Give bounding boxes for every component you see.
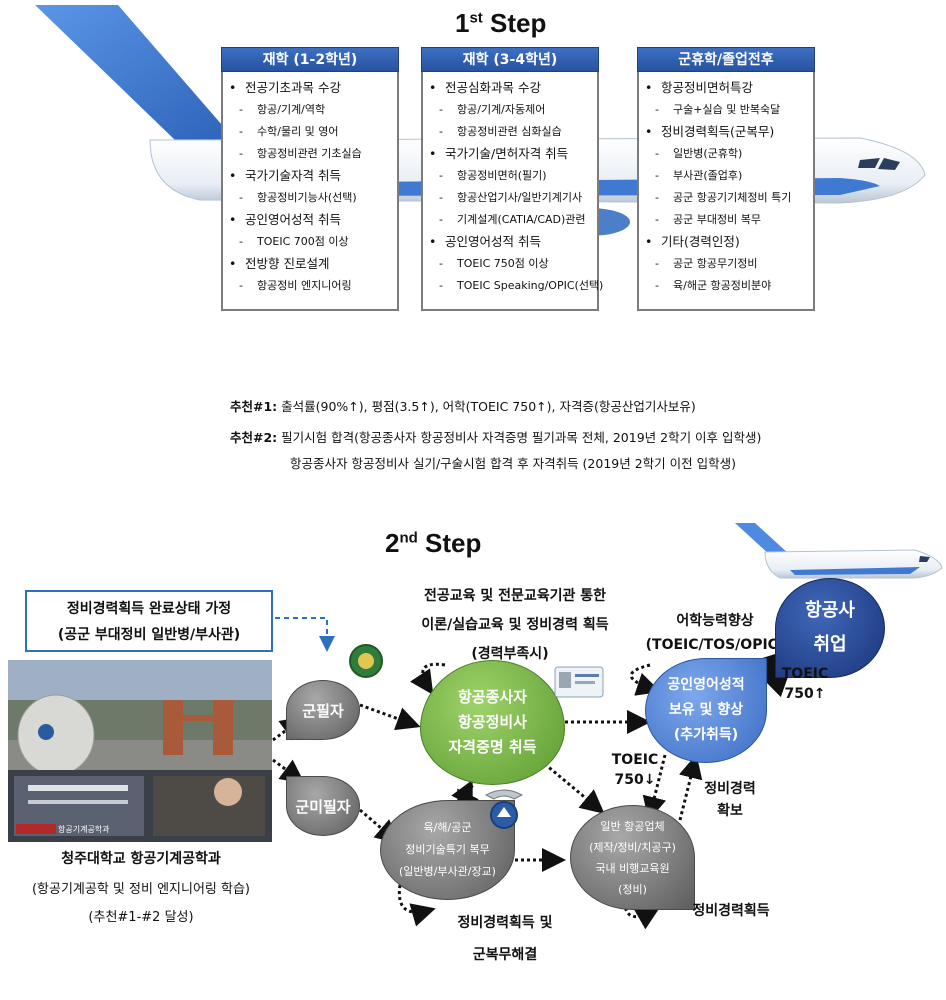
list-item-main: 기타(경력인정)	[645, 231, 809, 253]
list-item-sub: 항공정비기능사(선택)	[229, 187, 393, 209]
list-item-sub: 항공/기계/자동제어	[429, 99, 593, 121]
list-item-main: 공인영어성적 취득	[429, 231, 593, 253]
list-item-sub: 육/해군 항공정비분야	[645, 275, 809, 297]
service-bottom-line2: 군복무해결	[472, 947, 538, 963]
list-item-sub: 공군 부대정비 복무	[645, 209, 809, 231]
list-item-sub: TOEIC Speaking/OPIC(선택)	[429, 275, 603, 297]
military-emblem-icon	[349, 644, 383, 678]
list-item-sub: 기계설계(CATIA/CAD)관련	[429, 209, 593, 231]
column-header: 재학 (3-4학년)	[421, 47, 599, 72]
list-item-sub: 일반병(군휴학)	[645, 143, 809, 165]
list-item-main: 공인영어성적 취득	[229, 209, 393, 231]
recommendation-2-line2: 항공종사자 항공정비사 실기/구술시험 합격 후 자격취득 (2019년 2학기…	[290, 456, 736, 471]
company-bottom-label: 정비경력획득	[692, 903, 770, 919]
toeic-up-label2: 750↑	[784, 686, 826, 702]
column-list: 항공정비면허특강구술+실습 및 반복숙달정비경력획득(군복무)일반병(군휴학)부…	[639, 73, 813, 297]
list-item-sub: 항공정비 엔지니어링	[229, 275, 393, 297]
recommendation-1: 추천#1: 출석률(90%↑), 평점(3.5↑), 어학(TOEIC 750↑…	[230, 399, 696, 414]
list-item-sub: TOEIC 750점 이상	[429, 253, 593, 275]
campus-photo-graphic	[8, 660, 272, 842]
service-line: (일반병/부사관/장교)	[399, 865, 496, 878]
photo-caption: 항공기계공학과	[58, 825, 110, 834]
list-item-main: 국가기술자격 취득	[229, 165, 393, 187]
school-name: 청주대학교 항공기계공학과	[61, 851, 221, 867]
school-recommendation: (추천#1-#2 달성)	[88, 910, 194, 925]
node-airline-employment: 항공사 취업	[775, 578, 885, 678]
company-line: (정비)	[618, 882, 647, 896]
column-military-graduation: 군휴학/졸업전후 항공정비면허특강구술+실습 및 반복숙달정비경력획득(군복무)…	[637, 47, 815, 311]
list-item-sub: 항공산업기사/일반기계기사	[429, 187, 593, 209]
column-list: 전공기초과목 수강항공/기계/역학수학/물리 및 영어항공정비관련 기초실습국가…	[223, 73, 397, 297]
step2-title: 2nd Step	[385, 528, 482, 558]
node-aviation-company: 일반 항공업체 (제작/정비/치공구) 국내 비행교육원 (정비)	[570, 805, 695, 910]
list-item-sub: 수학/물리 및 영어	[229, 121, 393, 143]
list-item-sub: 공군 항공기기체정비 특기	[645, 187, 809, 209]
service-line: 육/해/공군	[423, 821, 472, 834]
column-list: 전공심화과목 수강항공/기계/자동제어항공정비관련 심화실습국가기술/면허자격 …	[423, 73, 603, 297]
english-line: (추가취득)	[673, 727, 739, 743]
airline-line: 취업	[813, 634, 847, 655]
list-item-sub: 항공정비관련 심화실습	[429, 121, 593, 143]
license-line: 항공종사자	[457, 688, 527, 706]
tail-fin-icon	[35, 5, 235, 140]
service-bottom-line1: 정비경력획득 및	[457, 915, 553, 931]
list-item-main: 정비경력획득(군복무)	[645, 121, 809, 143]
license-top-line2: 이론/실습교육 및 정비경력 획득	[421, 617, 609, 633]
step1-title: 1st Step	[455, 8, 547, 38]
english-top-line1: 어학능력향상	[676, 613, 754, 629]
list-item-sub: 항공/기계/역학	[229, 99, 393, 121]
toeic-up-label1: TOEIC	[781, 666, 829, 682]
assumption-line1: 정비경력획득 완료상태 가정	[66, 601, 232, 617]
service-line: 정비기술특기 복무	[405, 843, 490, 856]
list-item-main: 항공정비면허특강	[645, 77, 809, 99]
company-line: 국내 비행교육원	[595, 861, 670, 875]
license-line: 자격증명 취득	[448, 738, 537, 756]
list-item-sub: 부사관(졸업후)	[645, 165, 809, 187]
career-secure-label1: 정비경력	[704, 781, 756, 797]
toeic-down-label1: TOEIC	[611, 752, 659, 768]
node-english-score: 공인영어성적 보유 및 향상 (추가취득)	[645, 658, 767, 763]
list-item-sub: TOEIC 700점 이상	[229, 231, 393, 253]
list-item-sub: 항공정비관련 기초실습	[229, 143, 393, 165]
list-item-sub: 구술+실습 및 반복숙달	[645, 99, 809, 121]
company-line: (제작/정비/치공구)	[589, 840, 676, 854]
english-line: 보유 및 향상	[668, 702, 744, 718]
assumption-box: 정비경력획득 완료상태 가정 (공군 부대정비 일반병/부사관)	[25, 590, 273, 652]
school-subtitle: (항공기계공학 및 정비 엔지니어링 학습)	[31, 882, 251, 897]
node-license-acquisition: 항공종사자 항공정비사 자격증명 취득	[420, 660, 565, 785]
airforce-emblem-icon	[484, 789, 524, 829]
campus-photo: 항공기계공학과	[8, 660, 272, 842]
list-item-main: 전공기초과목 수강	[229, 77, 393, 99]
license-top-line3: (경력부족시)	[471, 646, 549, 662]
english-line: 공인영어성적	[667, 677, 745, 693]
list-item-main: 전공심화과목 수강	[429, 77, 593, 99]
list-item-sub: 항공정비면허(필기)	[429, 165, 593, 187]
license-card-icon	[554, 666, 604, 698]
list-item-sub: 공군 항공무기정비	[645, 253, 809, 275]
column-header: 군휴학/졸업전후	[637, 47, 815, 72]
list-item-main: 전방향 진로설계	[229, 253, 393, 275]
company-line: 일반 항공업체	[600, 819, 665, 833]
column-header: 재학 (1-2학년)	[221, 47, 399, 72]
english-top-line2: (TOEIC/TOS/OPIC)	[645, 637, 785, 653]
list-item-main: 국가기술/면허자격 취득	[429, 143, 593, 165]
column-year-1-2: 재학 (1-2학년) 전공기초과목 수강항공/기계/역학수학/물리 및 영어항공…	[221, 47, 399, 311]
career-secure-label2: 확보	[717, 803, 743, 819]
node-military-not-completed: 군미필자	[286, 776, 360, 836]
assumption-line2: (공군 부대정비 일반병/부사관)	[57, 627, 241, 643]
node-military-completed: 군필자	[286, 680, 360, 740]
toeic-down-label2: 750↓	[614, 772, 656, 788]
column-year-3-4: 재학 (3-4학년) 전공심화과목 수강항공/기계/자동제어항공정비관련 심화실…	[421, 47, 603, 311]
recommendation-2: 추천#2: 필기시험 합격(항공종사자 항공정비사 자격증명 필기과목 전체, …	[230, 430, 762, 445]
license-line: 항공정비사	[457, 713, 527, 731]
airline-line: 항공사	[805, 600, 855, 621]
airplane-icon	[735, 523, 943, 579]
license-top-line1: 전공교육 및 전문교육기관 통한	[423, 588, 607, 604]
